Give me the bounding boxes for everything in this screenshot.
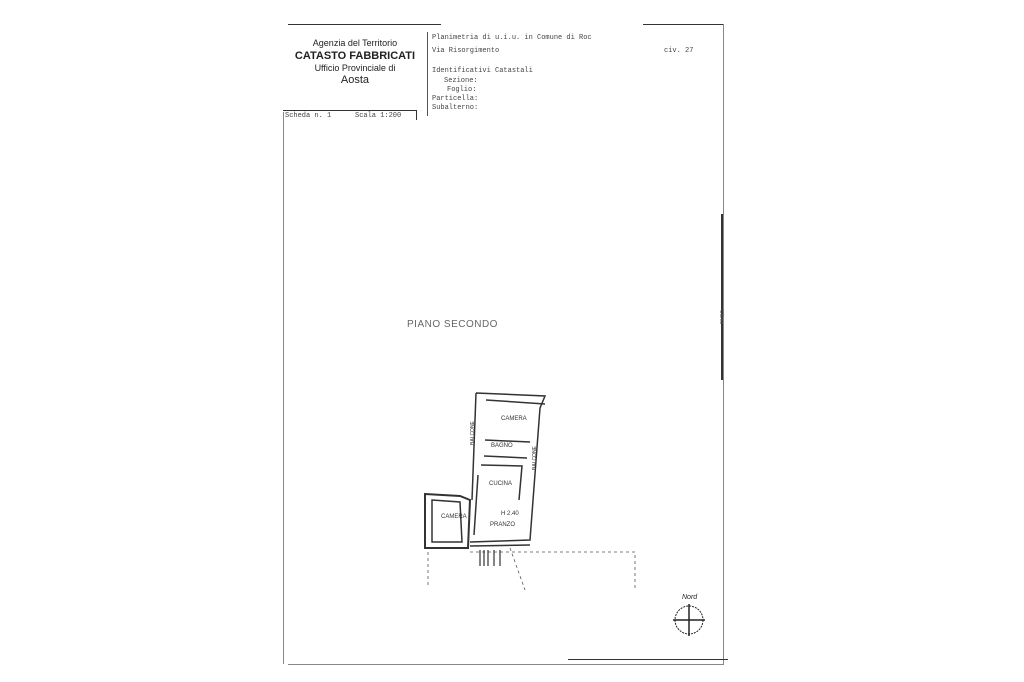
room-label: CAMERA — [441, 514, 467, 520]
office-name: CATASTO FABBRICATI — [294, 50, 416, 62]
room-label: CAMERA — [501, 416, 527, 422]
balcony-label: BALCONE — [532, 446, 538, 470]
border-left — [283, 112, 284, 664]
room-label: BAGNO — [491, 443, 513, 449]
scheda-number: Scheda n. 1 — [285, 112, 332, 120]
border-right-mark — [721, 214, 723, 380]
balcony-label: BALCONE — [470, 421, 476, 445]
border-bottom — [288, 664, 724, 665]
scale: Scala 1:200 — [355, 112, 402, 120]
agency-block: Agenzia del Territorio CATASTO FABBRICAT… — [290, 38, 420, 86]
room-label: PRANZO — [490, 522, 516, 528]
civic-number: civ. 27 — [664, 47, 694, 55]
sezione-label: Sezione: — [444, 77, 478, 85]
border-top-left — [288, 24, 441, 25]
provincial-office: Ufficio Provinciale di — [314, 63, 396, 73]
room-height: H 2.40 — [501, 511, 519, 517]
particella-label: Particella: — [432, 95, 479, 103]
city-name: Aosta — [340, 74, 370, 86]
border-right — [723, 24, 724, 664]
subalterno-label: Subalterno: — [432, 104, 479, 112]
foglio-label: Foglio: — [447, 86, 477, 94]
floor-label: PIANO SECONDO — [407, 319, 498, 330]
north-label: Nord — [682, 594, 698, 601]
header-divider — [427, 32, 428, 116]
compass-icon — [673, 604, 705, 636]
address: Via Risorgimento — [432, 47, 500, 55]
agency-name: Agenzia del Territorio — [312, 38, 398, 48]
planimetry-title: Planimetria di u.i.u. in Comune di Roc — [432, 34, 592, 42]
border-bottom-mark — [568, 659, 728, 660]
scheda-box-top — [283, 110, 417, 111]
identifiers-title: Identificativi Catastali — [432, 67, 533, 75]
border-top-right — [643, 24, 723, 25]
room-label: CUCINA — [489, 481, 513, 487]
scheda-box-right — [416, 110, 417, 120]
